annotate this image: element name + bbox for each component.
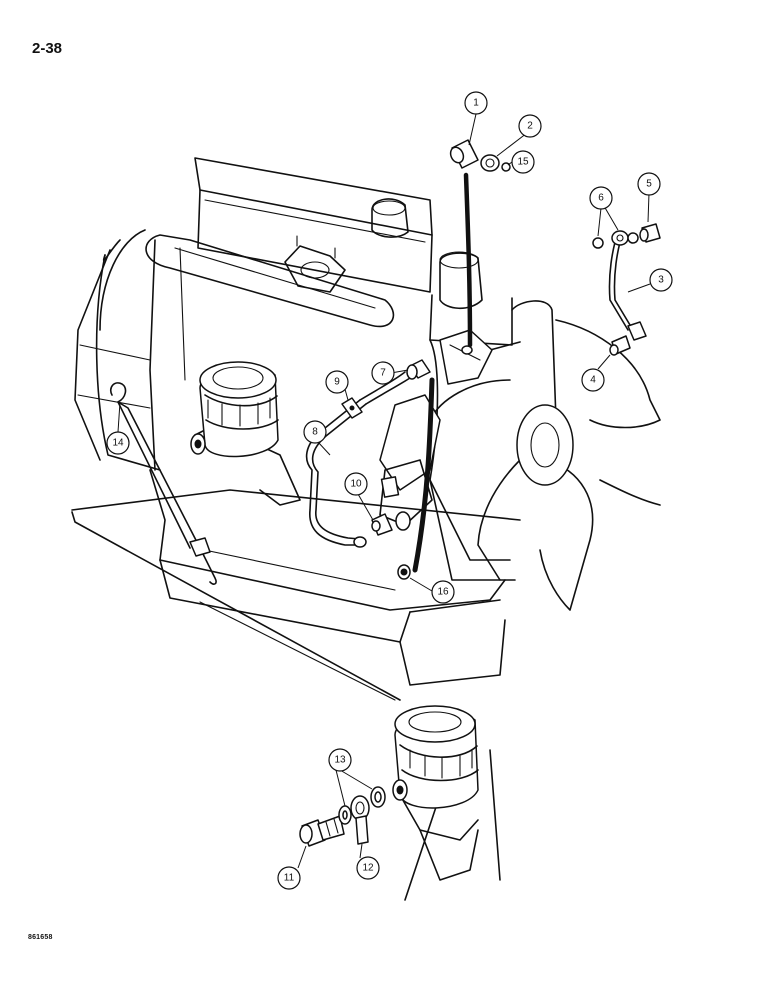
oil-filter-exploded-view [299,705,501,901]
svg-text:12: 12 [362,863,374,874]
callout-15: 15 [511,150,535,174]
cooling-fan [429,300,661,611]
callout-14: 14 [106,431,130,455]
callout-5: 5 [637,172,661,196]
svg-text:3: 3 [658,275,664,286]
svg-text:14: 14 [112,438,124,449]
callout-6: 6 [589,186,613,210]
hose-fittings-top [449,139,511,172]
figure-code: 861658 [28,934,53,941]
svg-text:2: 2 [527,121,533,132]
callout-2: 2 [518,114,542,138]
callout-12: 12 [356,856,380,880]
callout-8: 8 [303,420,327,444]
callout-11: 11 [277,866,301,890]
page-number: 2-38 [32,40,63,57]
oil-pressure-lines [305,329,493,580]
callout-3: 3 [649,268,673,292]
svg-text:13: 13 [334,755,346,766]
svg-text:8: 8 [312,427,318,438]
svg-text:6: 6 [598,193,604,204]
callout-9: 9 [325,370,349,394]
svg-text:4: 4 [590,375,596,386]
oil-hose [412,172,473,573]
callout-7: 7 [371,361,395,385]
engine-block [71,157,521,701]
leader-lines [117,113,651,869]
callout-13: 13 [328,748,352,772]
callout-1: 1 [464,91,488,115]
svg-text:9: 9 [334,377,340,388]
svg-text:11: 11 [284,873,295,884]
svg-text:16: 16 [437,587,449,598]
svg-text:1: 1 [473,98,479,109]
svg-text:10: 10 [350,479,362,490]
svg-text:7: 7 [380,368,386,379]
dipstick [109,382,217,585]
oil-filter [190,361,301,506]
callout-16: 16 [431,580,455,604]
gauge-line-assembly [592,223,661,356]
callout-10: 10 [344,472,368,496]
svg-text:15: 15 [517,157,529,168]
svg-text:5: 5 [646,179,652,190]
callout-4: 4 [581,368,605,392]
